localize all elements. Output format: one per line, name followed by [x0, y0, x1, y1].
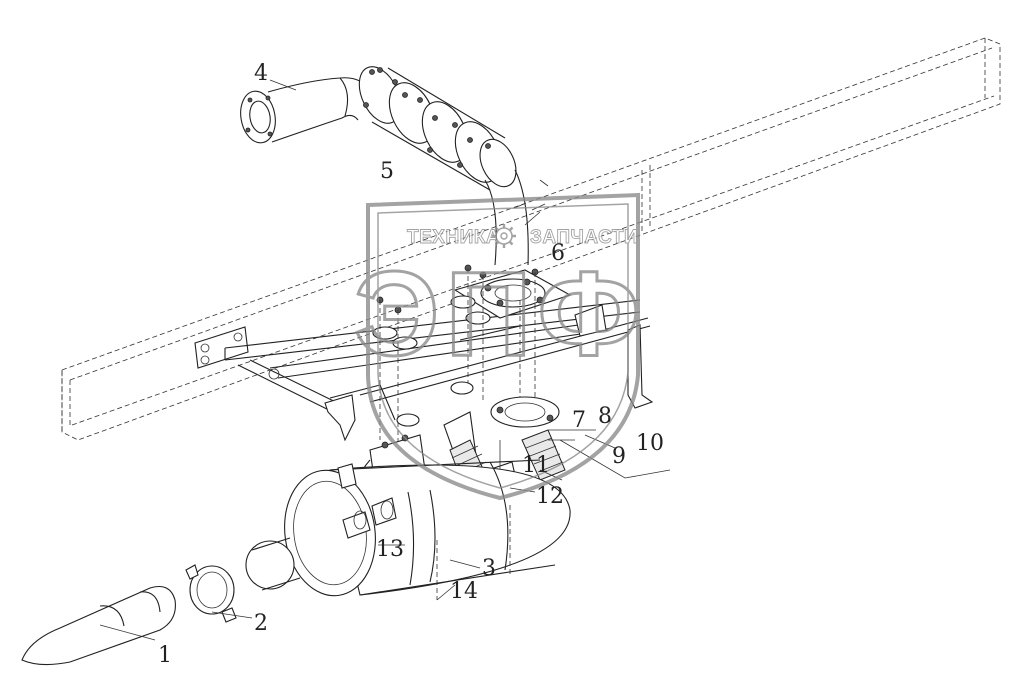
callout-6: 6 [551, 241, 565, 266]
callout-2: 2 [254, 611, 268, 636]
watermark-logo-letters: ЭПФ [354, 247, 646, 381]
exhaust-inlet-pipe [240, 77, 371, 144]
callout-11: 11 [522, 453, 550, 478]
gear-icon [492, 224, 516, 248]
callout-12: 12 [536, 484, 564, 509]
callout-3: 3 [482, 556, 496, 581]
callout-4: 4 [254, 61, 268, 86]
callout-14: 14 [450, 579, 478, 604]
callout-13: 13 [376, 537, 404, 562]
watermark-right-text: ЗАПЧАСТИ [530, 227, 638, 248]
callout-7: 7 [572, 408, 586, 433]
callout-9: 9 [612, 444, 626, 469]
callout-labels: 1 2 3 4 5 6 7 8 9 10 11 12 13 14 [158, 61, 664, 668]
flexible-bellows-pipe [358, 66, 549, 266]
callout-10: 10 [636, 431, 664, 456]
callout-5: 5 [380, 159, 394, 184]
callout-8: 8 [598, 404, 612, 429]
frame-rail [61, 37, 1001, 441]
tailpipe [21, 537, 301, 666]
watermark-logo: ТЕХНИКА ЗАПЧАСТИ ЭПФ [352, 192, 646, 501]
muffler [284, 459, 571, 600]
watermark-left-text: ТЕХНИКА [407, 227, 500, 248]
callout-1: 1 [158, 643, 172, 668]
upper-mounting-plate [372, 264, 572, 445]
pipe-clamp [185, 564, 237, 623]
